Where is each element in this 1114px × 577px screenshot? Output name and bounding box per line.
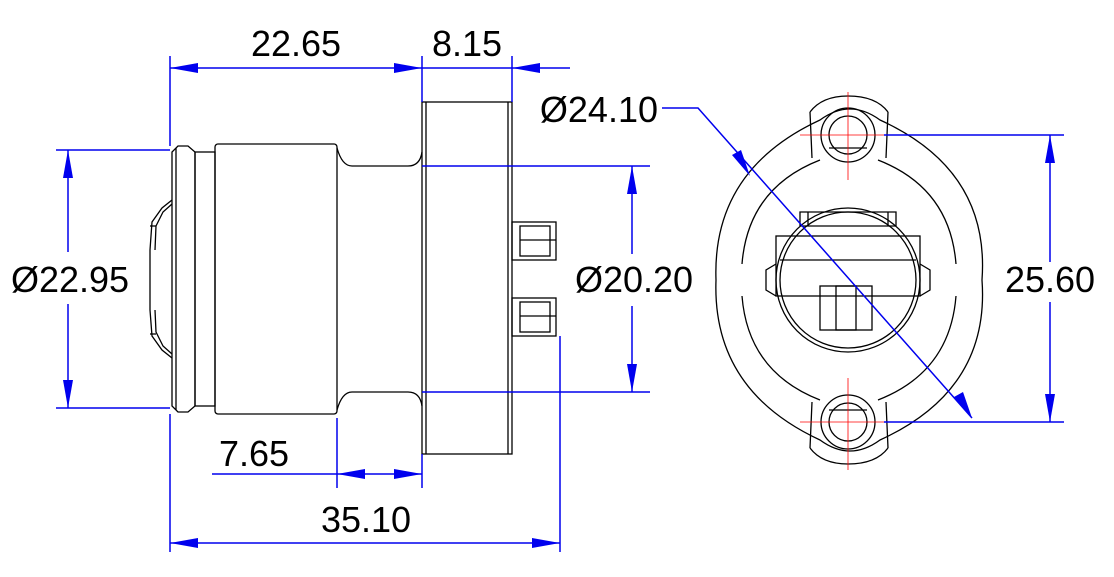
terminal-bottom: [511, 297, 557, 337]
bezel: [171, 145, 196, 413]
dim-label-35-10: 35.10: [321, 499, 411, 540]
arrowhead: [170, 63, 198, 73]
body: [214, 143, 338, 415]
flange: [421, 101, 513, 455]
dimension-labels: 22.65 8.15 Ø24.10 Ø22.95 Ø20.20 25.60 7.…: [11, 23, 1095, 540]
key-slot: [819, 285, 873, 331]
dim-label-7-65: 7.65: [219, 433, 289, 474]
neck: [336, 147, 423, 167]
dim-label-25-60: 25.60: [1005, 259, 1095, 300]
collar: [194, 151, 216, 407]
dim-label-22-95: Ø22.95: [11, 259, 129, 300]
dim-label-20-20: Ø20.20: [575, 259, 693, 300]
leader-24-10: [662, 107, 973, 419]
housing-outline: [715, 108, 984, 452]
side-view: [149, 101, 557, 455]
terminal-top: [511, 221, 557, 261]
dim-label-24-10: Ø24.10: [540, 89, 658, 130]
lens: [149, 199, 173, 359]
dim-label-8-15: 8.15: [432, 23, 502, 64]
dim-label-22-65: 22.65: [251, 23, 341, 64]
front-view: [715, 92, 984, 470]
dimensions: [56, 56, 1064, 552]
